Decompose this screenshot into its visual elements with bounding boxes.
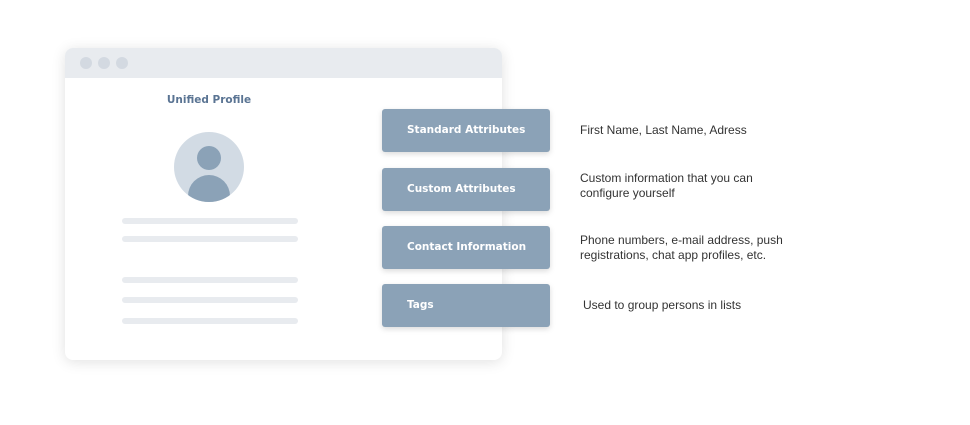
user-icon: [174, 132, 244, 202]
description-contact-information: Phone numbers, e-mail address, push regi…: [580, 233, 783, 262]
profile-title: Unified Profile: [166, 94, 252, 106]
placeholder-line: [122, 318, 298, 324]
category-custom-attributes: Custom Attributes: [382, 168, 550, 211]
description-custom-attributes: Custom information that you can configur…: [580, 171, 753, 200]
placeholder-line: [122, 236, 298, 242]
avatar-head: [197, 146, 221, 170]
window-dot-icon: [80, 57, 92, 69]
category-contact-information: Contact Information: [382, 226, 550, 269]
placeholder-line: [122, 277, 298, 283]
window-titlebar: [65, 48, 502, 78]
window-dot-icon: [98, 57, 110, 69]
description-standard-attributes: First Name, Last Name, Adress: [580, 123, 747, 137]
avatar-body: [188, 175, 230, 202]
description-tags: Used to group persons in lists: [583, 298, 742, 312]
category-tags: Tags: [382, 284, 550, 327]
window-dot-icon: [116, 57, 128, 69]
placeholder-line: [122, 218, 298, 224]
category-standard-attributes: Standard Attributes: [382, 109, 550, 152]
placeholder-line: [122, 297, 298, 303]
